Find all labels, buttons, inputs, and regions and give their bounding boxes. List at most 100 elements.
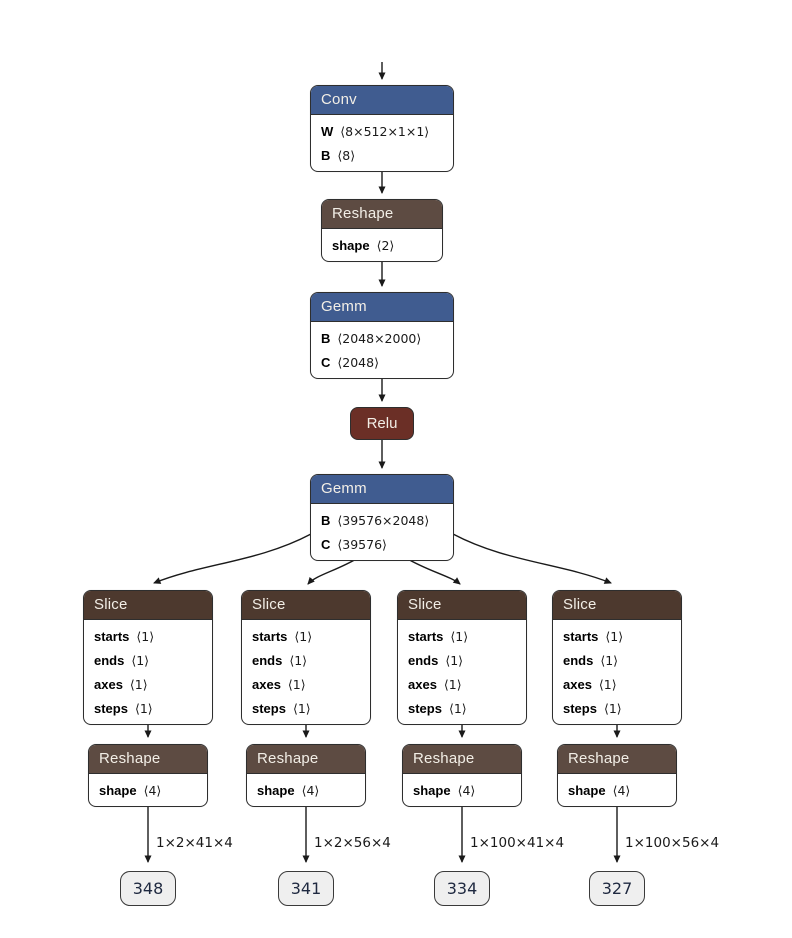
attr-name: C [321, 536, 331, 552]
attr-name: starts [252, 628, 288, 644]
attr-row: steps ⟨1⟩ [94, 696, 202, 720]
attr-row: C ⟨39576⟩ [321, 532, 443, 556]
reshape-node-4-title: Reshape [558, 745, 676, 774]
attr-row: axes ⟨1⟩ [563, 672, 671, 696]
output-node-4[interactable]: 327 [589, 871, 645, 906]
attr-value: ⟨4⟩ [143, 782, 162, 798]
attr-name: starts [408, 628, 444, 644]
attr-row: ends ⟨1⟩ [252, 648, 360, 672]
attr-name: shape [332, 237, 370, 253]
attr-row: shape ⟨4⟩ [99, 778, 197, 802]
edge-gemm2-slice4 [452, 533, 612, 584]
attr-value: ⟨2048⟩ [337, 354, 379, 370]
attr-row: starts ⟨1⟩ [94, 624, 202, 648]
attr-value: ⟨1⟩ [600, 652, 619, 668]
relu-node[interactable]: Relu [350, 407, 414, 440]
attr-name: ends [94, 652, 125, 668]
attr-row: shape ⟨4⟩ [413, 778, 511, 802]
attr-name: axes [252, 676, 281, 692]
output-node-1-label: 348 [132, 879, 164, 898]
reshape-node-1[interactable]: Reshape shape ⟨4⟩ [88, 744, 208, 807]
edge-gemm2-slice3 [405, 557, 461, 585]
attr-name: shape [413, 782, 451, 798]
slice-node-3-title: Slice [398, 591, 526, 620]
attr-value: ⟨1⟩ [445, 652, 464, 668]
reshape-node-2[interactable]: Reshape shape ⟨4⟩ [246, 744, 366, 807]
gemm2-node[interactable]: Gemm B ⟨39576×2048⟩ C ⟨39576⟩ [310, 474, 454, 561]
gemm1-node-title: Gemm [311, 293, 453, 322]
attr-name: B [321, 330, 331, 346]
attr-row: axes ⟨1⟩ [408, 672, 516, 696]
attr-name: C [321, 354, 331, 370]
attr-name: steps [408, 700, 442, 716]
attr-row: starts ⟨1⟩ [408, 624, 516, 648]
attr-name: starts [94, 628, 130, 644]
attr-value: ⟨8⟩ [337, 147, 356, 163]
output-node-2-label: 341 [290, 879, 322, 898]
output-node-4-label: 327 [601, 879, 633, 898]
reshape-node-1-title: Reshape [89, 745, 207, 774]
attr-value: ⟨1⟩ [289, 652, 308, 668]
attr-row: starts ⟨1⟩ [563, 624, 671, 648]
reshape-node-3[interactable]: Reshape shape ⟨4⟩ [402, 744, 522, 807]
attr-value: ⟨1⟩ [292, 700, 311, 716]
attr-value: ⟨1⟩ [598, 676, 617, 692]
attr-row: steps ⟨1⟩ [408, 696, 516, 720]
attr-row: C ⟨2048⟩ [321, 350, 443, 374]
reshape-node-3-title: Reshape [403, 745, 521, 774]
edge-shape-label-2: 1×2×56×4 [314, 835, 391, 851]
attr-name: shape [99, 782, 137, 798]
attr-name: W [321, 123, 334, 139]
slice-node-3[interactable]: Slice starts ⟨1⟩ ends ⟨1⟩ axes ⟨1⟩ steps… [397, 590, 527, 725]
edge-gemm2-slice1 [153, 533, 312, 584]
relu-node-title: Relu [366, 415, 398, 432]
attr-value: ⟨8×512×1×1⟩ [340, 123, 430, 139]
output-node-1[interactable]: 348 [120, 871, 176, 906]
slice-node-1-title: Slice [84, 591, 212, 620]
reshape-node-4[interactable]: Reshape shape ⟨4⟩ [557, 744, 677, 807]
attr-value: ⟨1⟩ [603, 700, 622, 716]
slice-node-2[interactable]: Slice starts ⟨1⟩ ends ⟨1⟩ axes ⟨1⟩ steps… [241, 590, 371, 725]
output-node-3[interactable]: 334 [434, 871, 490, 906]
attr-value: ⟨39576⟩ [337, 536, 387, 552]
attr-value: ⟨1⟩ [443, 676, 462, 692]
attr-value: ⟨4⟩ [612, 782, 631, 798]
attr-name: shape [568, 782, 606, 798]
attr-value: ⟨1⟩ [287, 676, 306, 692]
output-node-2[interactable]: 341 [278, 871, 334, 906]
attr-value: ⟨1⟩ [129, 676, 148, 692]
attr-row: ends ⟨1⟩ [563, 648, 671, 672]
edge-shape-label-1: 1×2×41×4 [156, 835, 233, 851]
reshape-top-node[interactable]: Reshape shape ⟨2⟩ [321, 199, 443, 262]
edge-shape-label-3: 1×100×41×4 [470, 835, 565, 851]
attr-row: ends ⟨1⟩ [408, 648, 516, 672]
attr-name: ends [408, 652, 439, 668]
attr-row: W ⟨8×512×1×1⟩ [321, 119, 443, 143]
gemm1-node[interactable]: Gemm B ⟨2048×2000⟩ C ⟨2048⟩ [310, 292, 454, 379]
slice-node-4[interactable]: Slice starts ⟨1⟩ ends ⟨1⟩ axes ⟨1⟩ steps… [552, 590, 682, 725]
conv-node[interactable]: Conv W ⟨8×512×1×1⟩ B ⟨8⟩ [310, 85, 454, 172]
attr-row: axes ⟨1⟩ [94, 672, 202, 696]
gemm2-node-title: Gemm [311, 475, 453, 504]
attr-value: ⟨2048×2000⟩ [337, 330, 422, 346]
slice-node-4-title: Slice [553, 591, 681, 620]
edge-shape-label-4: 1×100×56×4 [625, 835, 720, 851]
attr-name: B [321, 512, 331, 528]
attr-value: ⟨4⟩ [301, 782, 320, 798]
attr-value: ⟨1⟩ [131, 652, 150, 668]
attr-name: steps [563, 700, 597, 716]
attr-row: starts ⟨1⟩ [252, 624, 360, 648]
attr-value: ⟨1⟩ [134, 700, 153, 716]
slice-node-2-title: Slice [242, 591, 370, 620]
slice-node-1[interactable]: Slice starts ⟨1⟩ ends ⟨1⟩ axes ⟨1⟩ steps… [83, 590, 213, 725]
attr-row: shape ⟨4⟩ [568, 778, 666, 802]
attr-row: shape ⟨2⟩ [332, 233, 432, 257]
attr-value: ⟨1⟩ [605, 628, 624, 644]
attr-row: steps ⟨1⟩ [252, 696, 360, 720]
attr-name: starts [563, 628, 599, 644]
attr-value: ⟨39576×2048⟩ [337, 512, 430, 528]
conv-node-title: Conv [311, 86, 453, 115]
attr-name: steps [94, 700, 128, 716]
attr-name: axes [563, 676, 592, 692]
